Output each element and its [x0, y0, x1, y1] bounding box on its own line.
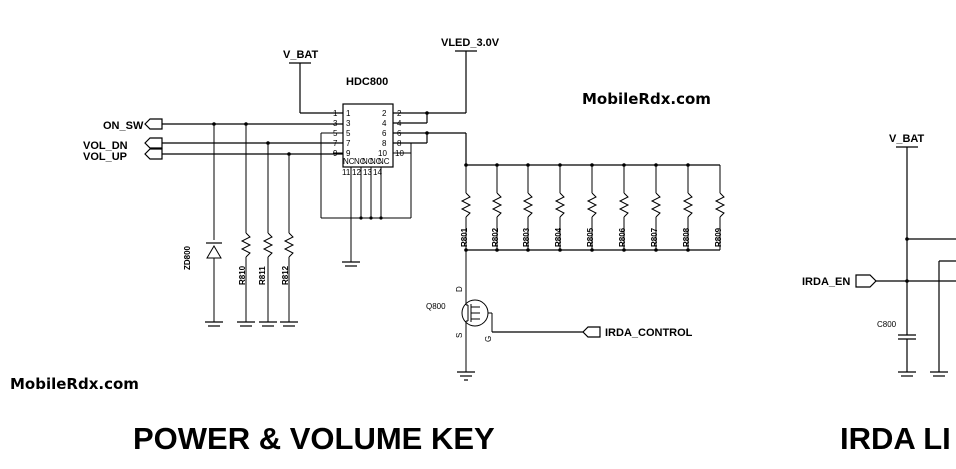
r801-label: R801	[460, 227, 469, 247]
vled-label: VLED_3.0V	[441, 37, 500, 49]
r812-label: R812	[281, 265, 290, 285]
r806-label: R806	[618, 227, 627, 247]
ic-left-inner: 3	[346, 119, 351, 128]
ic-bottom-pin: 14	[373, 168, 382, 177]
resistor-r811: R811	[258, 143, 277, 327]
ic-right-pin: 4	[397, 119, 402, 128]
ic-left-inner: 5	[346, 129, 351, 138]
ic-left-pin: 1	[333, 109, 338, 118]
r807-label: R807	[650, 227, 659, 247]
ic-right-inner: 2	[382, 109, 387, 118]
resistor-r807: R807	[650, 163, 662, 252]
q800-pin-d: D	[455, 286, 464, 292]
zd800-label: ZD800	[183, 245, 192, 270]
irda-control-net: IRDA_CONTROL	[582, 326, 693, 339]
ic-right-pin: 2	[397, 109, 402, 118]
ic-right-inner: 10	[378, 149, 387, 158]
irda-control-label: IRDA_CONTROL	[605, 327, 693, 339]
irda-section-partial: V_BAT IRDA_EN C800	[802, 133, 956, 377]
r808-label: R808	[682, 227, 691, 247]
resistor-r808: R808	[682, 163, 694, 252]
resistor-r809: R809	[714, 165, 726, 250]
input-nets: ON_SW VOL_DN VOL_UP	[83, 118, 343, 163]
q800-label: Q800	[426, 302, 446, 311]
resistor-r805: R805	[586, 163, 598, 252]
r810-label: R810	[238, 265, 247, 285]
section-title-power-volume: POWER & VOLUME KEY	[133, 421, 495, 456]
transistor-q800: Q800 D S G	[426, 250, 583, 381]
resistor-r810: R810	[237, 124, 255, 327]
resistor-r804: R804	[554, 163, 566, 252]
watermark-top: MobileRdx.com	[582, 90, 711, 108]
ic-left-inner: 9	[346, 149, 351, 158]
ic-hdc800: HDC800 1 3 5 7 9 1 3 5 7 9 2 4 6 8 10 2 …	[320, 76, 412, 267]
ic-name: HDC800	[346, 76, 388, 88]
zener-diode-zd800: ZD800	[183, 124, 223, 327]
r803-label: R803	[522, 227, 531, 247]
vbat-left-net: V_BAT	[283, 49, 343, 114]
resistor-r801: R801	[460, 163, 472, 252]
ic-bottom-pin: 13	[363, 168, 372, 177]
watermark-bottom: MobileRdx.com	[10, 375, 139, 393]
resistor-r806: R806	[618, 163, 630, 252]
r802-label: R802	[491, 227, 500, 247]
ic-right-inner: 4	[382, 119, 387, 128]
section-title-irda: IRDA LI	[840, 421, 951, 456]
vled-net: VLED_3.0V	[393, 37, 500, 124]
ic-nc-label: NC	[378, 157, 390, 166]
led-bus	[393, 131, 720, 251]
vol-up-label: VOL_UP	[83, 151, 127, 163]
ic-nc-label: NC	[354, 157, 366, 166]
r811-label: R811	[258, 266, 267, 285]
resistor-r802: R802	[491, 163, 503, 252]
q800-pin-s: S	[455, 333, 464, 338]
ic-left-inner: 1	[346, 109, 351, 118]
r804-label: R804	[554, 227, 563, 247]
ic-right-inner: 8	[382, 139, 387, 148]
resistor-r812: R812	[280, 154, 298, 327]
ic-left-inner: 7	[346, 139, 351, 148]
ic-bottom-pin: 12	[352, 168, 361, 177]
r805-label: R805	[586, 227, 595, 247]
vbat-left-label: V_BAT	[283, 49, 319, 61]
ic-nc-label: NC	[362, 157, 374, 166]
vol-dn-label: VOL_DN	[83, 140, 128, 152]
on-sw-label: ON_SW	[103, 120, 144, 132]
ic-bottom-pin: 11	[342, 168, 351, 177]
c800-label: C800	[877, 320, 897, 329]
ic-nc-label: NC	[370, 157, 382, 166]
irda-en-label: IRDA_EN	[802, 276, 850, 288]
ic-nc-label: NC	[343, 157, 355, 166]
resistor-r803: R803	[522, 163, 534, 252]
q800-pin-g: G	[484, 336, 493, 342]
vbat-right-label: V_BAT	[889, 133, 925, 145]
ic-right-inner: 6	[382, 129, 387, 138]
r809-label: R809	[714, 227, 723, 247]
